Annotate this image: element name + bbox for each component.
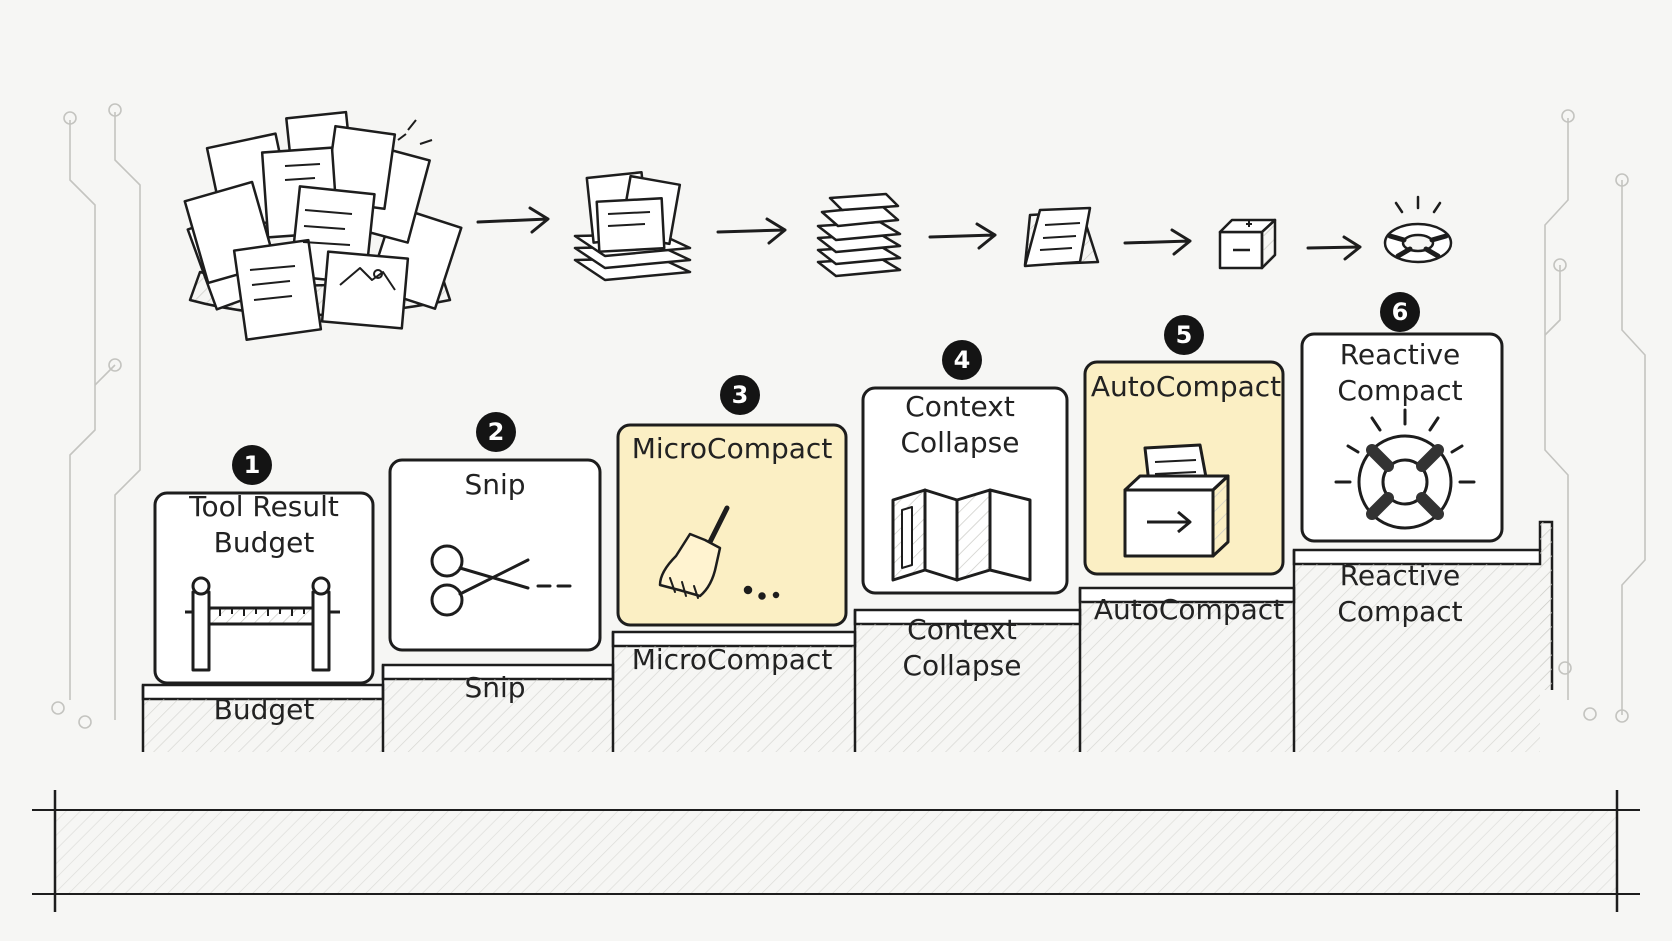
bottom-baseline-bar [32, 790, 1640, 912]
single-document-icon [1023, 206, 1100, 268]
stage-3-title-line: MicroCompact [631, 432, 833, 465]
stage-1-step-label: Budget [134, 692, 394, 728]
rope-barrier-icon [185, 576, 340, 672]
stage-6-title-line: Compact [1337, 374, 1463, 407]
document-stack-icon [573, 170, 692, 282]
life-ring-icon [1383, 195, 1453, 264]
staircase-end-hatch [1540, 522, 1552, 690]
stage-5-title: AutoCompact [1056, 369, 1316, 405]
life-ring-icon [1334, 408, 1476, 530]
broom-icon [658, 505, 780, 600]
stage-4-title-line: Collapse [900, 426, 1020, 459]
flow-arrow [716, 217, 787, 245]
stage-1-number-badge: 1 [232, 445, 272, 485]
stage-5-title-line: AutoCompact [1090, 370, 1282, 403]
step-5-body [1080, 602, 1294, 752]
stage-2-title-line: Snip [464, 468, 526, 501]
flow-arrow [1123, 228, 1192, 256]
stage-3-step-label-line: MicroCompact [631, 643, 833, 676]
flow-arrow [476, 206, 550, 234]
stage-2-step-label-line: Snip [464, 671, 526, 704]
stage-5-step-label-line: AutoCompact [1093, 593, 1285, 626]
stage-6-number-badge: 6 [1380, 292, 1420, 332]
stage-1-step-label-line: Budget [213, 693, 315, 726]
step-1-body [143, 699, 383, 752]
stage-6-step-label-line: Reactive [1339, 559, 1461, 592]
stage-2-number-badge: 2 [476, 412, 516, 452]
stage-3-step-label: MicroCompact [602, 642, 862, 678]
step-4-body [855, 624, 1080, 752]
stage-2-step-label: Snip [365, 670, 625, 706]
stage-4-number-badge: 4 [942, 340, 982, 380]
stage-1-title-line: Budget [213, 526, 315, 559]
flow-arrow [1306, 235, 1362, 261]
folded-map-icon [891, 488, 1032, 582]
circuit-traces-left [51, 103, 141, 729]
stage-1-title-line: Tool Result [189, 490, 339, 523]
stage-5-number-badge: 5 [1164, 315, 1204, 355]
step-3-body [613, 646, 855, 752]
stage-4-step-label-line: Collapse [902, 649, 1022, 682]
scissors-icon [430, 544, 572, 617]
stage-2-title: Snip [365, 467, 625, 503]
stage-icons [185, 408, 1476, 672]
step-6-body [1294, 564, 1540, 752]
flat-stack-icon [816, 192, 902, 278]
archive-box-icon [1123, 443, 1230, 558]
stage-5-step-label: AutoCompact [1059, 592, 1319, 628]
circuit-traces-right [1544, 109, 1646, 723]
staircase [141, 520, 1554, 752]
stage-3-title: MicroCompact [602, 431, 862, 467]
flow-arrow [928, 222, 997, 250]
stage-2-card [388, 458, 602, 652]
stage-6-title-line: Reactive [1339, 338, 1461, 371]
document-pile-icon [183, 110, 463, 341]
cube-icon [1218, 218, 1277, 270]
stage-4-step-label-line: Context [907, 613, 1017, 646]
step-2-body [383, 679, 613, 752]
stage-6-step-label-line: Compact [1337, 595, 1463, 628]
stage-3-number-badge: 3 [720, 375, 760, 415]
stage-4-title-line: Context [905, 390, 1015, 423]
